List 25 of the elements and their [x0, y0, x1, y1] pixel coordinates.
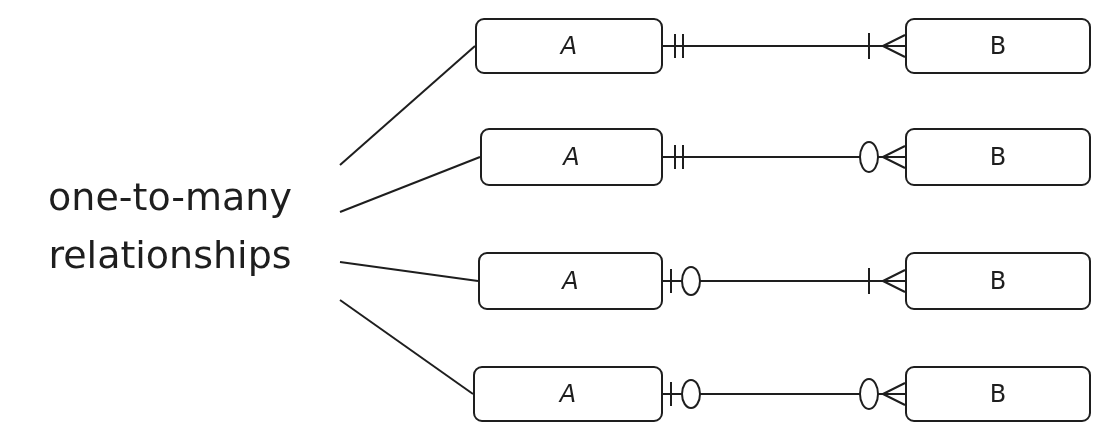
leader-line	[339, 45, 476, 166]
leader-line	[339, 299, 474, 395]
entity-name: A	[559, 380, 577, 408]
entity-box	[905, 252, 1091, 310]
entity-name: B	[989, 380, 1007, 408]
entity-box	[905, 366, 1091, 422]
leader-line	[339, 261, 479, 282]
entity-name: B	[989, 267, 1007, 295]
entity-name: A	[560, 32, 578, 60]
relationship-line	[662, 378, 906, 410]
relationship-line	[662, 32, 906, 60]
entity-name: A	[562, 267, 579, 295]
entity-box	[480, 128, 663, 186]
entity-name: B	[989, 32, 1007, 60]
relationship-line	[662, 141, 906, 173]
entity-box	[478, 252, 663, 310]
relationship-line	[662, 266, 906, 296]
heading-text: one-to-many relationships	[0, 168, 340, 284]
entity-box	[905, 18, 1091, 74]
entity-name: B	[989, 143, 1007, 171]
entity-box	[473, 366, 663, 422]
entity-box	[905, 128, 1091, 186]
leader-line	[339, 156, 481, 213]
entity-box	[475, 18, 663, 74]
entity-name: A	[563, 143, 580, 171]
